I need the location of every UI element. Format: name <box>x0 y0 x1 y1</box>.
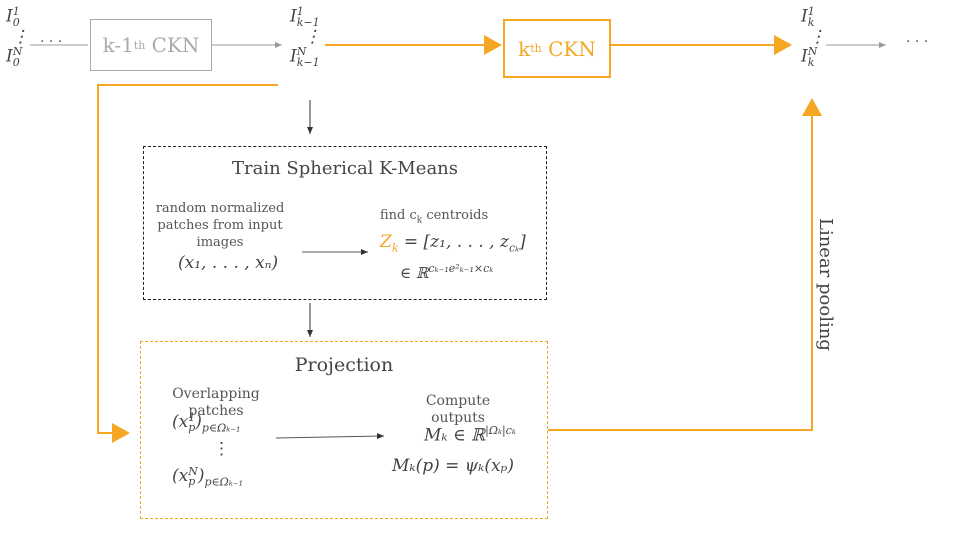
kmeans-input-text: random normalized patches from input ima… <box>155 201 285 250</box>
arrow-patches-to-outputs <box>275 433 385 440</box>
kmeans-centroids-eq: Zk = [z₁, . . . , zcₖ] <box>380 232 526 255</box>
kmeans-input-math: (x₁, . . . , xₙ) <box>178 253 279 273</box>
kmeans-title: Train Spherical K-Means <box>231 158 459 179</box>
kmeans-box <box>143 146 547 300</box>
patch-dots: ⋮ <box>213 439 230 459</box>
right-ellipsis: · · · <box>906 34 929 50</box>
left-ellipsis: · · · <box>40 34 63 50</box>
output-map: Mₖ(p) = ψₖ(xₚ) <box>392 456 514 476</box>
kmeans-domain: ∈ ℝcₖ₋₁e²ₖ₋₁×cₖ <box>400 262 494 282</box>
kmeans-find-label: find ck centroids <box>380 208 489 226</box>
arrow-projection-to-pooling <box>548 98 822 431</box>
linear-pooling-label: Linear pooling <box>815 218 836 351</box>
output-domain: Mₖ ∈ ℝ|Ωₖ|cₖ <box>424 424 516 446</box>
projection-left-label: Overlapping patches <box>172 386 260 419</box>
arrow-inputs-to-projection <box>97 84 278 443</box>
projection-box <box>140 341 548 519</box>
projection-right-label: Compute outputs <box>425 393 491 426</box>
projection-title: Projection <box>294 354 394 376</box>
